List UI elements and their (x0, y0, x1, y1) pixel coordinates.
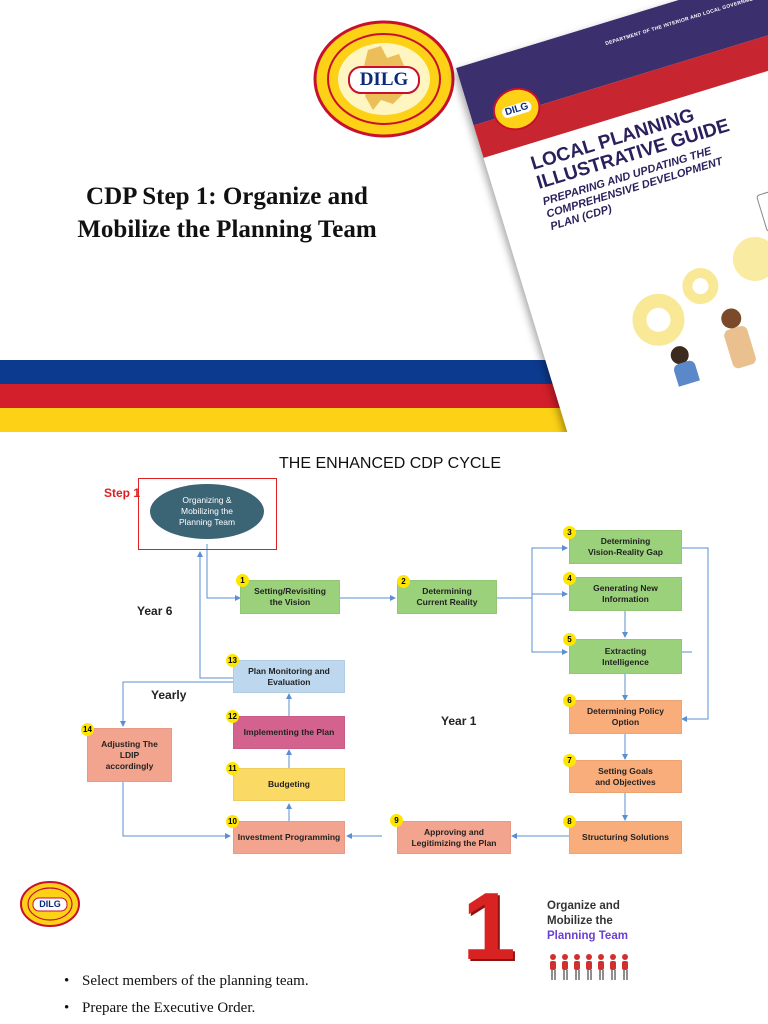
year1-label: Year 1 (441, 714, 477, 728)
slide-2: THE ENHANCED CDP CYCLE (0, 432, 768, 864)
step-heading-line-1: Organize and (547, 900, 620, 912)
step-5-box: Extracting Intelligence (569, 639, 682, 674)
step-9-box: Approving and Legitimizing the Plan (397, 821, 511, 854)
step-4-box: Generating New Information (569, 577, 682, 611)
step-11-box: Budgeting (233, 768, 345, 801)
step-14-number: 14 (81, 723, 94, 736)
step-13-number: 13 (226, 654, 239, 667)
step-1-number: 1 (236, 574, 249, 587)
step-14-box: Adjusting The LDIP accordingly (87, 728, 172, 782)
step-8-number: 8 (563, 815, 576, 828)
cycle-connectors (120, 544, 709, 839)
book-logo-text: DILG (500, 99, 533, 119)
step-6-number: 6 (563, 694, 576, 707)
small-dilg-seal: DILG (20, 881, 80, 927)
slide-3: DILG 1 Organize and Mobilize the Plannin… (0, 864, 768, 1024)
step1-label: Step 1 (104, 486, 141, 500)
step-heading-line-2: Mobilize the (547, 915, 613, 927)
step-6-box: Determining Policy Option (569, 700, 682, 734)
step-1-box: Setting/Revisiting the Vision (240, 580, 340, 614)
slide-1: DILG CDP Step 1: Organize and Mobilize t… (0, 0, 768, 432)
bullet-dot: • (64, 1000, 70, 1016)
guide-book-cover: DEPARTMENT OF THE INTERIOR AND LOCAL GOV… (456, 0, 768, 432)
step-2-number: 2 (397, 575, 410, 588)
step-12-number: 12 (226, 710, 239, 723)
big-step-number: 1 (462, 873, 516, 980)
small-seal-text: DILG (39, 899, 61, 909)
bullet-item: • Prepare the Executive Order. (64, 1000, 255, 1017)
step-7-number: 7 (563, 754, 576, 767)
step-10-box: Investment Programming (233, 821, 345, 854)
bullet-text: Prepare the Executive Order. (82, 1000, 256, 1016)
year6-label: Year 6 (137, 604, 173, 618)
slide-title: CDP Step 1: Organize and Mobilize the Pl… (77, 183, 377, 243)
step-9-number: 9 (390, 814, 403, 827)
bullet-item: • Select members of the planning team. (64, 973, 309, 990)
step-13-box: Plan Monitoring and Evaluation (233, 660, 345, 693)
step-3-box: Determining Vision-Reality Gap (569, 530, 682, 564)
step-3-number: 3 (563, 526, 576, 539)
book-illustration (632, 178, 768, 393)
team-people-icon (550, 954, 628, 980)
step1-highlight-box (138, 478, 277, 550)
bullet-text: Select members of the planning team. (82, 973, 309, 989)
step-10-number: 10 (226, 815, 239, 828)
step-heading-line-3: Planning Team (547, 930, 628, 942)
step-8-box: Structuring Solutions (569, 821, 682, 854)
step-5-number: 5 (563, 633, 576, 646)
seal-text: DILG (359, 69, 409, 90)
step-11-number: 11 (226, 762, 239, 775)
step-4-number: 4 (563, 572, 576, 585)
cycle-title: THE ENHANCED CDP CYCLE (279, 455, 501, 472)
step-12-box: Implementing the Plan (233, 716, 345, 749)
bullet-dot: • (64, 973, 70, 989)
center-node-organizing: Organizing & Mobilizing the Planning Tea… (150, 484, 264, 539)
step-2-box: Determining Current Reality (397, 580, 497, 614)
yearly-label: Yearly (151, 688, 187, 702)
dilg-seal-logo: DILG (313, 20, 455, 138)
step-7-box: Setting Goals and Objectives (569, 760, 682, 793)
